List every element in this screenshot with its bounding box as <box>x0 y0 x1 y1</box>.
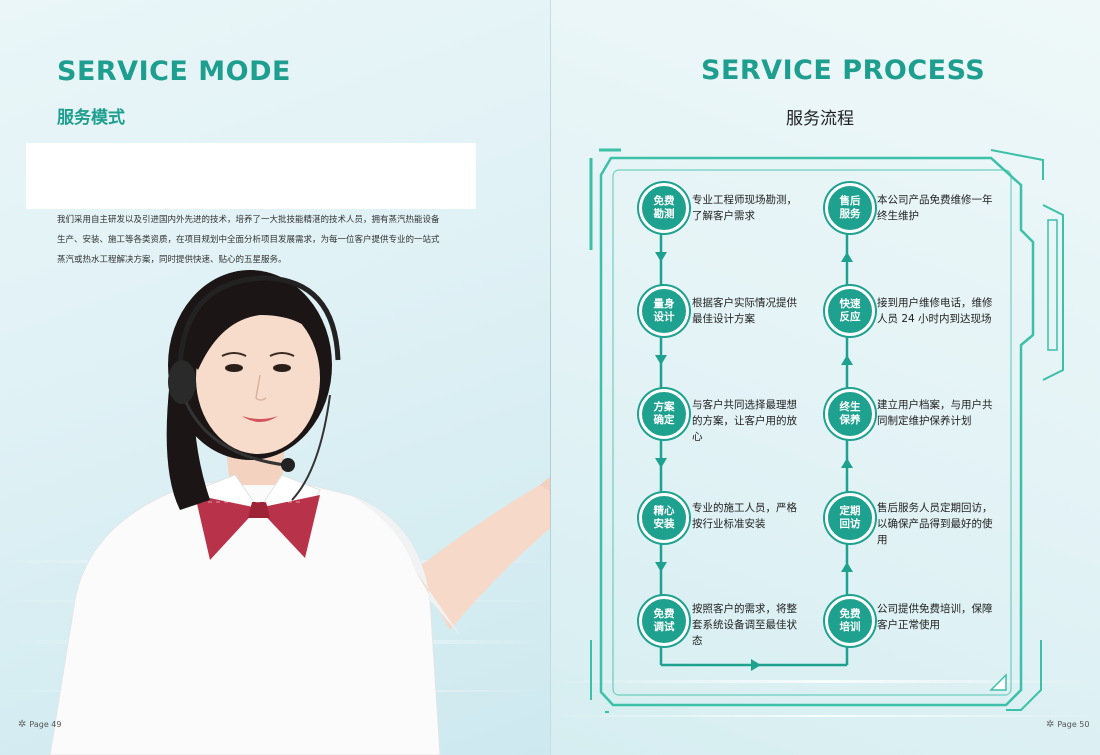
service-process-flow-frame <box>589 148 1064 713</box>
step-text-free-debug: 按照客户的需求，将整套系统设备调至最佳状态 <box>692 603 797 647</box>
step-circle-regular-visit: 定期回访 <box>825 493 875 543</box>
gear-icon: ✲ <box>1046 719 1055 730</box>
step-text-lifetime-maintenance: 建立用户档案，与用户共同制定维护保养计划 <box>877 399 993 427</box>
step-text-after-sales: 本公司产品免费维修一年终生维护 <box>877 194 993 222</box>
intro-line: 蒸汽或热水工程解决方案，同时提供快速、贴心的五星服务。 <box>57 255 287 265</box>
step-text-custom-design: 根据客户实际情况提供最佳设计方案 <box>692 297 797 325</box>
step-circle-custom-design: 量身设计 <box>639 286 689 336</box>
step-text-free-survey: 专业工程师现场勘测，了解客户需求 <box>692 194 797 222</box>
step-text-regular-visit: 售后服务人员定期回访，以确保产品得到最好的使用 <box>877 502 993 546</box>
page-number-label: Page 50 <box>1057 720 1090 729</box>
step-circle-free-training: 免费培训 <box>825 596 875 646</box>
page-title-en: SERVICE PROCESS <box>701 55 986 86</box>
step-circle-free-debug: 免费调试 <box>639 596 689 646</box>
step-circle-lifetime-maintenance: 终生保养 <box>825 389 875 439</box>
intro-line: 我们采用自主研发以及引进国内外先进的技术，培养了一大批技能精湛的技术人员，拥有蒸… <box>57 215 440 225</box>
page-title-cn: 服务模式 <box>57 108 125 128</box>
left-page: SERVICE MODE 服务模式 我们采用自主研发以及引进国内外先进的技术，培… <box>0 0 551 755</box>
intro-paragraph: 我们采用自主研发以及引进国内外先进的技术，培养了一大批技能精湛的技术人员，拥有蒸… <box>57 210 487 270</box>
page-number-right: ✲ Page 50 <box>1046 719 1089 730</box>
step-circle-careful-install: 精心安装 <box>639 493 689 543</box>
step-circle-plan-confirm: 方案确定 <box>639 389 689 439</box>
intro-line: 生产、安装、施工等各类资质，在项目规划中全面分析项目发展需求，为每一位客户提供专… <box>57 235 440 245</box>
white-banner <box>26 143 476 209</box>
page-title-en: SERVICE MODE <box>57 56 291 87</box>
page-title-cn: 服务流程 <box>786 109 854 129</box>
flow-arrows <box>655 252 853 671</box>
customer-service-agent-photo <box>49 270 551 755</box>
step-text-quick-response: 接到用户维修电话，维修人员 24 小时内到达现场 <box>877 297 993 325</box>
step-text-careful-install: 专业的施工人员，严格按行业标准安装 <box>692 502 797 530</box>
step-circle-free-survey: 免费勘测 <box>639 183 689 233</box>
step-circle-quick-response: 快速反应 <box>825 286 875 336</box>
step-text-free-training: 公司提供免费培训，保障客户正常使用 <box>877 603 993 631</box>
background-light-streaks <box>551 680 1100 717</box>
gear-icon: ✲ <box>18 719 27 730</box>
page-number-left: ✲ Page 49 <box>18 719 61 730</box>
step-circle-after-sales: 售后服务 <box>825 183 875 233</box>
step-text-plan-confirm: 与客户共同选择最理想的方案，让客户用的放心 <box>692 399 797 443</box>
page-number-label: Page 49 <box>29 720 62 729</box>
